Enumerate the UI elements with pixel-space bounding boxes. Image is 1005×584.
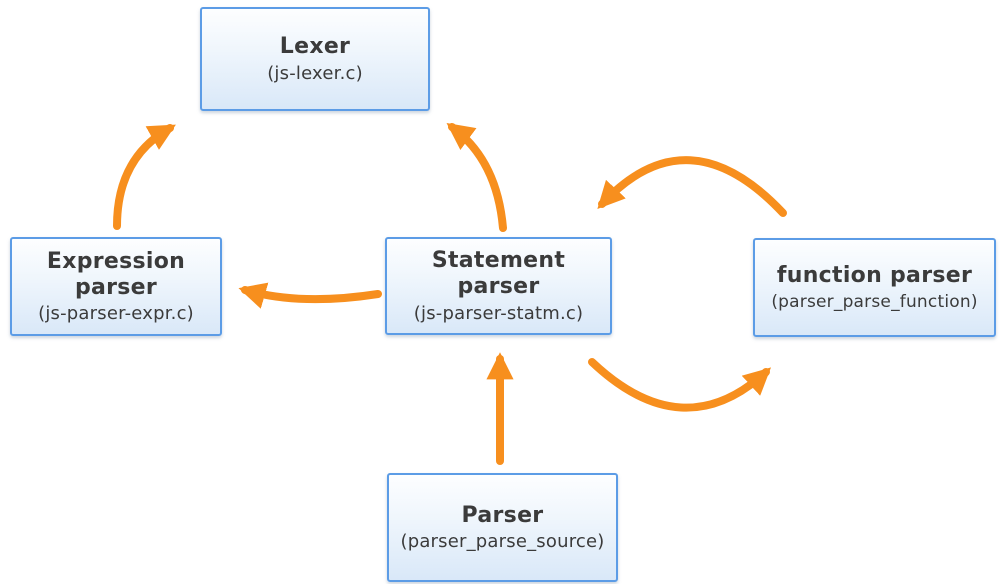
arrow-function-parser-to-statement-parser [597,156,787,217]
node-expression-parser-title: Expression parser [46,248,186,300]
node-statement-parser: Statement parser (js-parser-statm.c) [385,237,612,335]
node-lexer-subtitle: (js-lexer.c) [267,62,363,84]
node-parser-title: Parser [461,502,544,528]
node-expression-parser-subtitle: (js-parser-expr.c) [38,303,194,325]
node-statement-parser-title: Statement parser [431,248,566,299]
arrow-statement-parser-to-expression-parser [238,282,382,309]
node-statement-parser-subtitle: (js-parser-statm.c) [413,302,584,324]
arrow-statement-parser-to-function-parser [588,358,772,412]
arrow-expression-parser-to-lexer [113,124,176,230]
node-parser-subtitle: (parser_parse_source) [400,531,605,553]
node-function-parser-title: function parser [776,263,973,289]
node-function-parser-subtitle: (parser_parse_function) [771,291,978,312]
node-function-parser: function parser (parser_parse_function) [753,238,996,337]
node-lexer-title: Lexer [279,34,351,60]
arrow-statement-parser-to-lexer [446,122,507,232]
node-parser: Parser (parser_parse_source) [387,473,618,582]
node-lexer: Lexer (js-lexer.c) [200,7,430,111]
node-expression-parser: Expression parser (js-parser-expr.c) [10,237,222,336]
